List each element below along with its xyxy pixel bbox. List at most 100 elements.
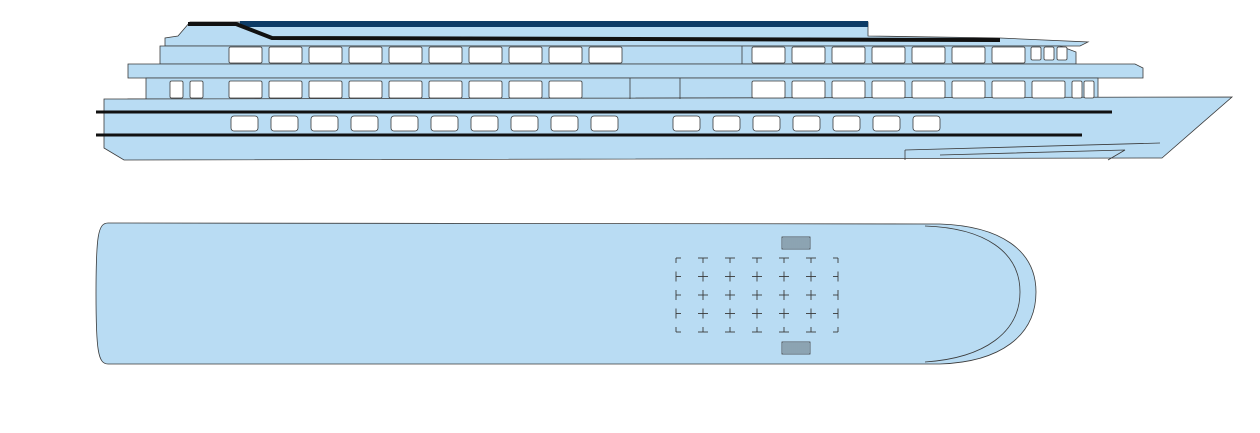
furniture-marker xyxy=(725,308,735,319)
porthole xyxy=(470,115,499,132)
furniture-marker xyxy=(752,327,762,333)
porthole xyxy=(832,115,861,132)
furniture-marker xyxy=(779,327,789,333)
furniture-marker xyxy=(675,308,681,319)
furniture-marker xyxy=(698,257,708,263)
middle-deck-window xyxy=(991,80,1026,99)
furniture-marker xyxy=(752,257,762,263)
middle-deck-narrow-window xyxy=(1071,80,1083,99)
middle-deck-window xyxy=(1031,80,1066,99)
furniture-marker xyxy=(806,271,816,282)
porthole xyxy=(510,115,539,132)
deck-outline-inner xyxy=(924,225,1021,363)
porthole xyxy=(550,115,579,132)
porthole xyxy=(230,115,259,132)
furniture-marker xyxy=(675,327,681,333)
upper-deck-window xyxy=(388,46,423,64)
porthole xyxy=(712,115,741,132)
furniture-marker xyxy=(752,290,762,300)
furniture-marker xyxy=(675,271,681,282)
middle-deck-narrow-window xyxy=(169,80,184,99)
furniture-marker xyxy=(752,308,762,319)
middle-deck-window xyxy=(388,80,423,99)
porthole xyxy=(270,115,299,132)
middle-deck-window xyxy=(911,80,946,99)
middle-deck-window xyxy=(548,80,583,99)
deck-furniture-grid xyxy=(675,257,839,333)
furniture-marker xyxy=(806,290,816,300)
furniture-marker xyxy=(833,327,839,333)
top-plan xyxy=(95,222,1037,365)
upper-deck-window xyxy=(228,46,263,64)
furniture-marker xyxy=(725,257,735,263)
middle-deck-window xyxy=(791,80,826,99)
furniture-marker xyxy=(779,257,789,263)
furniture-marker xyxy=(698,308,708,319)
middle-deck-window xyxy=(508,80,543,99)
furniture-marker xyxy=(779,290,789,300)
middle-deck-window xyxy=(468,80,503,99)
furniture-marker xyxy=(725,271,735,282)
upper-deck-window xyxy=(991,46,1026,64)
porthole xyxy=(672,115,701,132)
furniture-marker xyxy=(698,290,708,300)
furniture-marker xyxy=(806,327,816,333)
gangway-top xyxy=(781,236,811,250)
middle-deck-window xyxy=(831,80,866,99)
furniture-marker xyxy=(833,290,839,300)
roof-stripe xyxy=(188,22,1001,42)
lower-deck-portholes xyxy=(230,115,941,132)
upper-deck-window xyxy=(428,46,463,64)
furniture-marker xyxy=(833,308,839,319)
furniture-marker xyxy=(698,327,708,333)
upper-deck-window xyxy=(831,46,866,64)
middle-deck-window xyxy=(871,80,906,99)
upper-deck-window xyxy=(268,46,303,64)
upper-deck-window xyxy=(791,46,826,64)
porthole xyxy=(590,115,619,132)
porthole xyxy=(310,115,339,132)
porthole xyxy=(792,115,821,132)
middle-deck-window xyxy=(268,80,303,99)
furniture-marker xyxy=(752,271,762,282)
upper-deck-window xyxy=(751,46,786,64)
gangway-bottom xyxy=(781,341,811,355)
middle-deck-window xyxy=(228,80,263,99)
middle-deck-window xyxy=(428,80,463,99)
upper-deck-small-window xyxy=(1056,46,1068,61)
furniture-marker xyxy=(779,308,789,319)
upper-deck-small-window xyxy=(1030,46,1042,61)
furniture-marker xyxy=(675,257,681,263)
middle-deck-narrow-window xyxy=(189,80,204,99)
bow-detail-line xyxy=(904,142,1161,151)
porthole xyxy=(752,115,781,132)
upper-deck-window xyxy=(468,46,503,64)
porthole xyxy=(912,115,941,132)
furniture-marker xyxy=(833,271,839,282)
porthole xyxy=(872,115,901,132)
upper-deck-window xyxy=(588,46,623,64)
upper-deck-window xyxy=(348,46,383,64)
porthole xyxy=(430,115,459,132)
upper-deck-window xyxy=(871,46,906,64)
furniture-marker xyxy=(698,271,708,282)
porthole xyxy=(390,115,419,132)
furniture-marker xyxy=(675,290,681,300)
upper-deck-window xyxy=(951,46,986,64)
middle-deck-windows xyxy=(169,78,1095,99)
middle-walkway xyxy=(127,63,1144,79)
side-elevation xyxy=(96,21,1234,161)
middle-deck-window xyxy=(308,80,343,99)
upper-deck-window xyxy=(308,46,343,64)
bow-detail-line xyxy=(939,149,1126,161)
upper-deck-window xyxy=(508,46,543,64)
furniture-marker xyxy=(725,327,735,333)
furniture-marker xyxy=(833,257,839,263)
deck-outline-outer xyxy=(95,222,1037,365)
middle-deck-window xyxy=(348,80,383,99)
furniture-marker xyxy=(806,308,816,319)
furniture-marker xyxy=(806,257,816,263)
furniture-marker xyxy=(779,271,789,282)
